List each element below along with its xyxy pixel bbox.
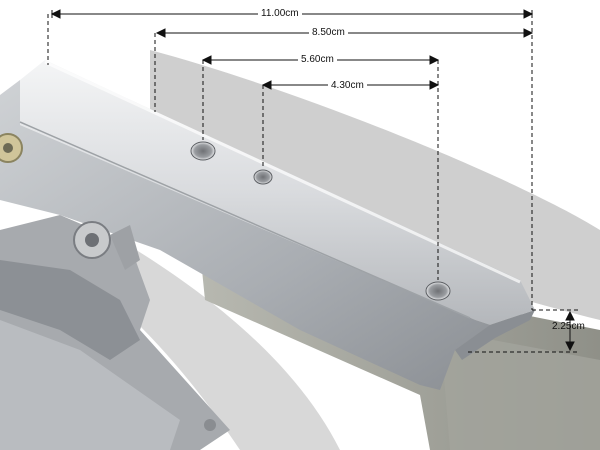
dimension-lines	[47, 9, 580, 353]
background-shadow	[100, 50, 600, 450]
mounting-hole-1	[190, 141, 216, 161]
dimension-label-overall-length: 11.00cm	[258, 8, 302, 20]
mounting-holes	[190, 141, 451, 301]
mounting-hole-2	[253, 169, 273, 185]
dimension-label-hole1-to-hole3: 5.60cm	[298, 54, 337, 66]
dimension-label-first-hole-length: 8.50cm	[309, 27, 348, 39]
mounting-hole-3	[425, 281, 451, 301]
hinge-main-arm	[0, 60, 535, 390]
dimension-label-hole2-to-hole3: 4.30cm	[328, 80, 367, 92]
pivot-mechanism	[0, 133, 230, 450]
dimension-label-end-drop-height: 2.25cm	[552, 321, 585, 332]
